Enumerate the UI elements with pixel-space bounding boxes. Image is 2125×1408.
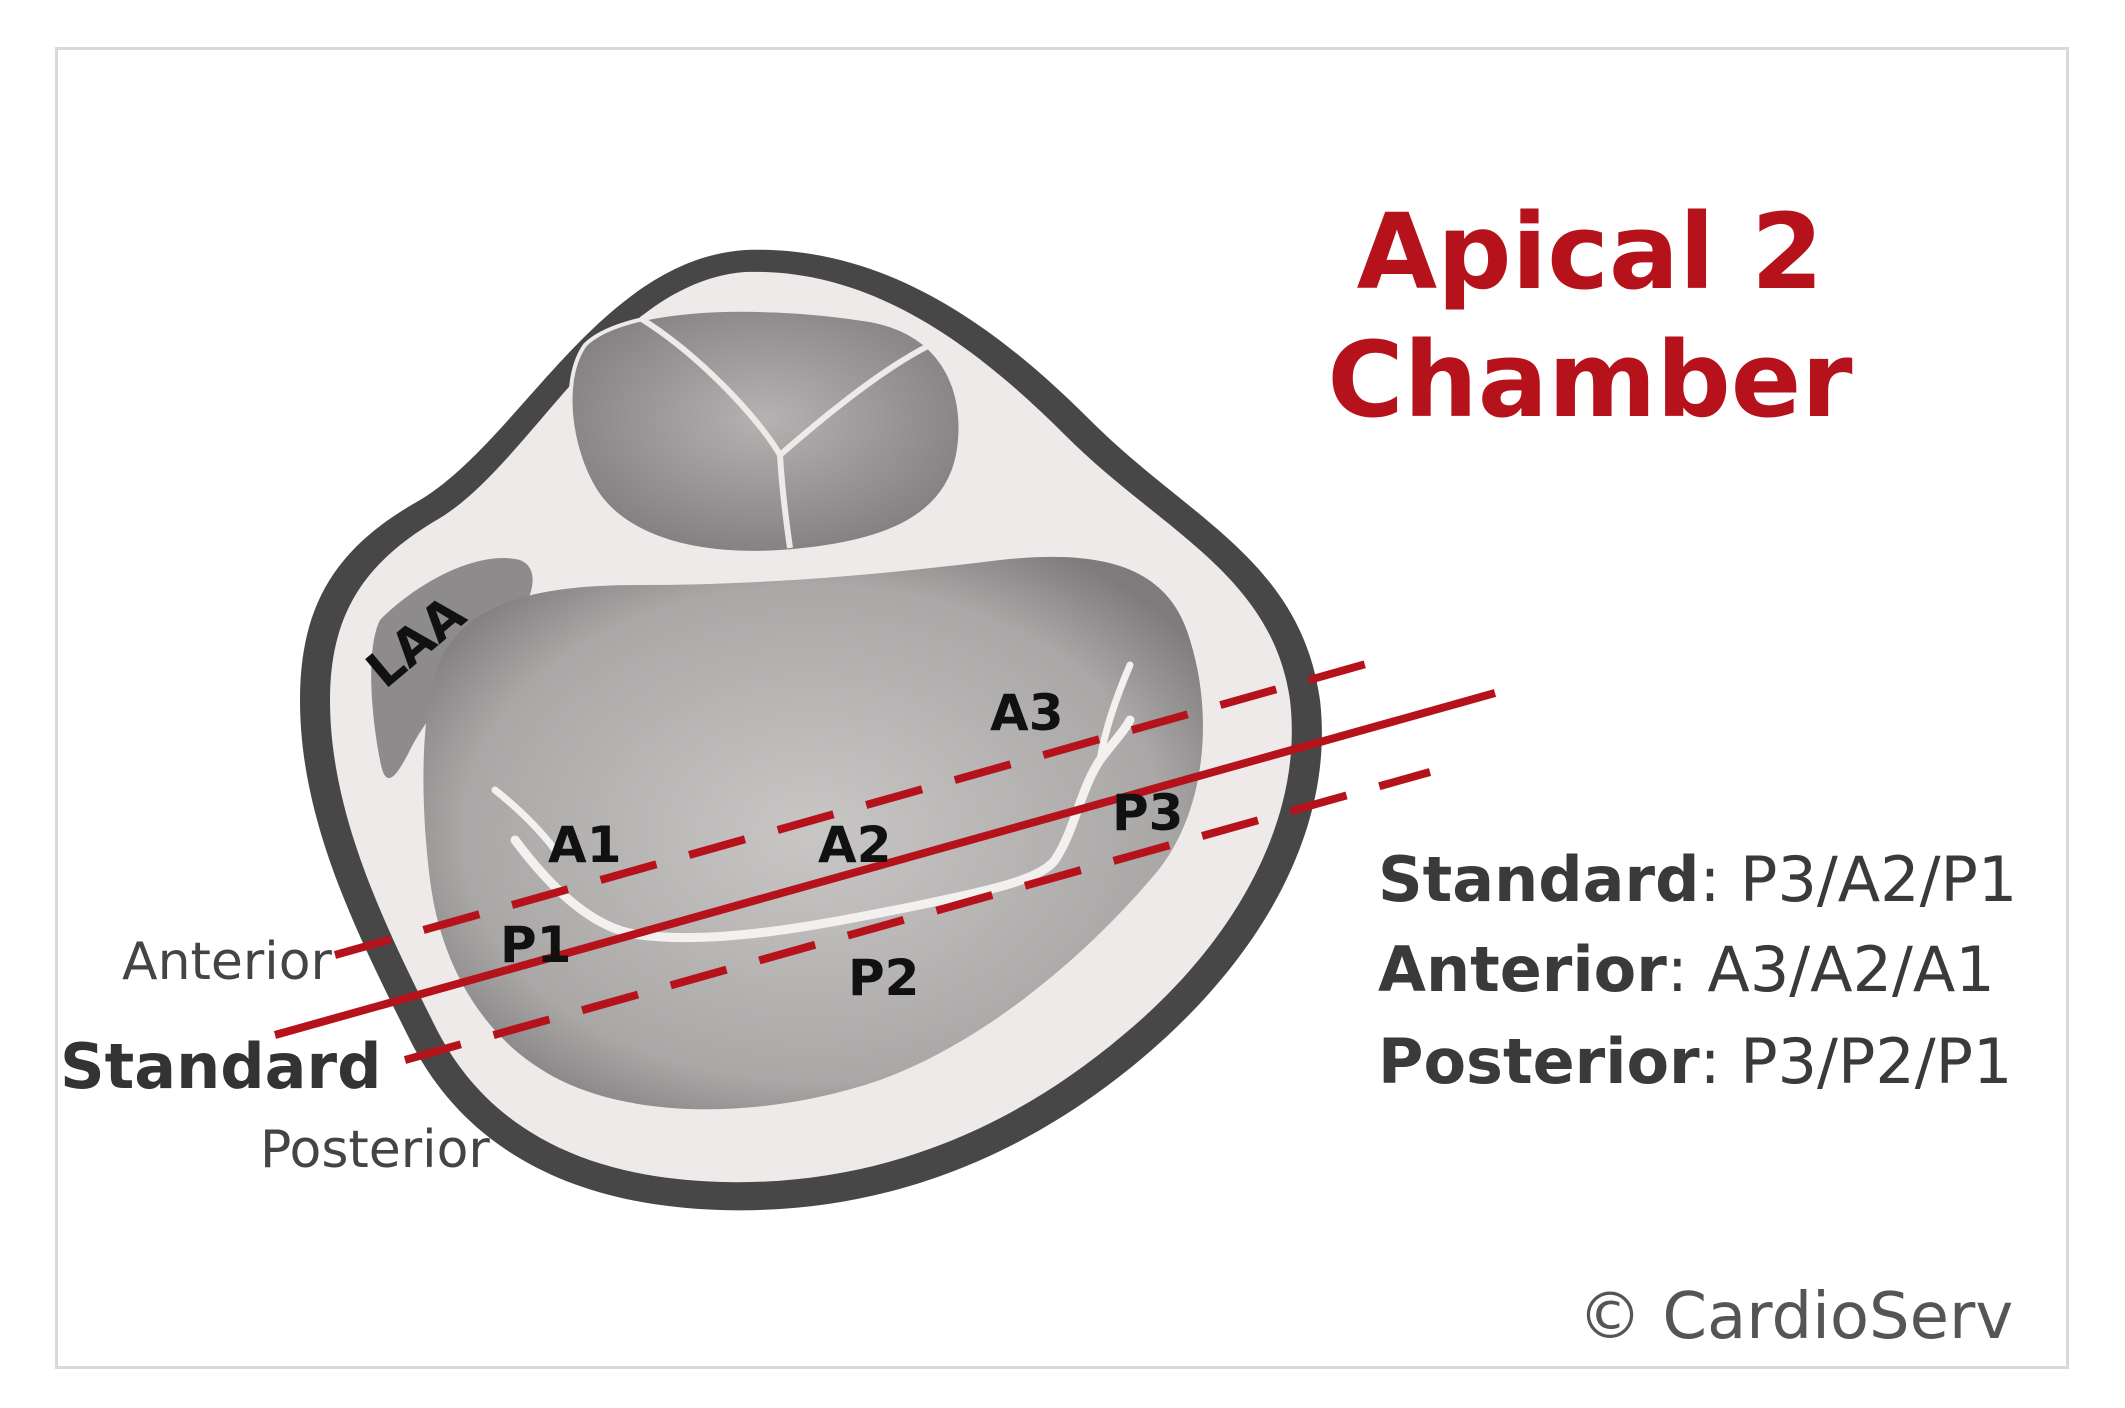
legend-standard-name: Standard [1378, 843, 1700, 916]
label-p3: P3 [1112, 784, 1183, 842]
legend-standard-value: : P3/A2/P1 [1699, 843, 2018, 916]
copyright-notice: © CardioServ [1578, 1280, 2014, 1354]
label-a2: A2 [818, 816, 892, 874]
title-line-2: Chamber [1327, 319, 1853, 441]
imaging-planes [273, 656, 1497, 1064]
commissure-a1 [491, 786, 559, 854]
coaptation-line [510, 715, 1135, 943]
legend-standard: Standard: P3/A2/P1 [1378, 840, 2017, 920]
legend-posterior-value: : P3/P2/P1 [1699, 1025, 2013, 1098]
label-p1: P1 [500, 916, 571, 974]
label-a1: A1 [548, 816, 622, 874]
commissure-a3 [1096, 661, 1134, 764]
legend-posterior: Posterior: P3/P2/P1 [1378, 1022, 2013, 1102]
legend-anterior-value: : A3/A2/A1 [1666, 933, 1995, 1006]
label-a3: A3 [990, 684, 1064, 742]
posterior-plane-label: Posterior [260, 1120, 490, 1180]
legend-anterior-name: Anterior [1378, 933, 1667, 1006]
legend-posterior-name: Posterior [1378, 1025, 1700, 1098]
standard-plane-line [273, 689, 1497, 1039]
label-p2: P2 [848, 949, 919, 1007]
title-line-1: Apical 2 [1356, 191, 1824, 313]
anterior-plane-label: Anterior [122, 932, 332, 992]
aortic-valve [568, 307, 963, 555]
mitral-orifice [423, 556, 1203, 1110]
standard-plane-label: Standard [60, 1030, 382, 1103]
legend-anterior: Anterior: A3/A2/A1 [1378, 930, 1995, 1010]
